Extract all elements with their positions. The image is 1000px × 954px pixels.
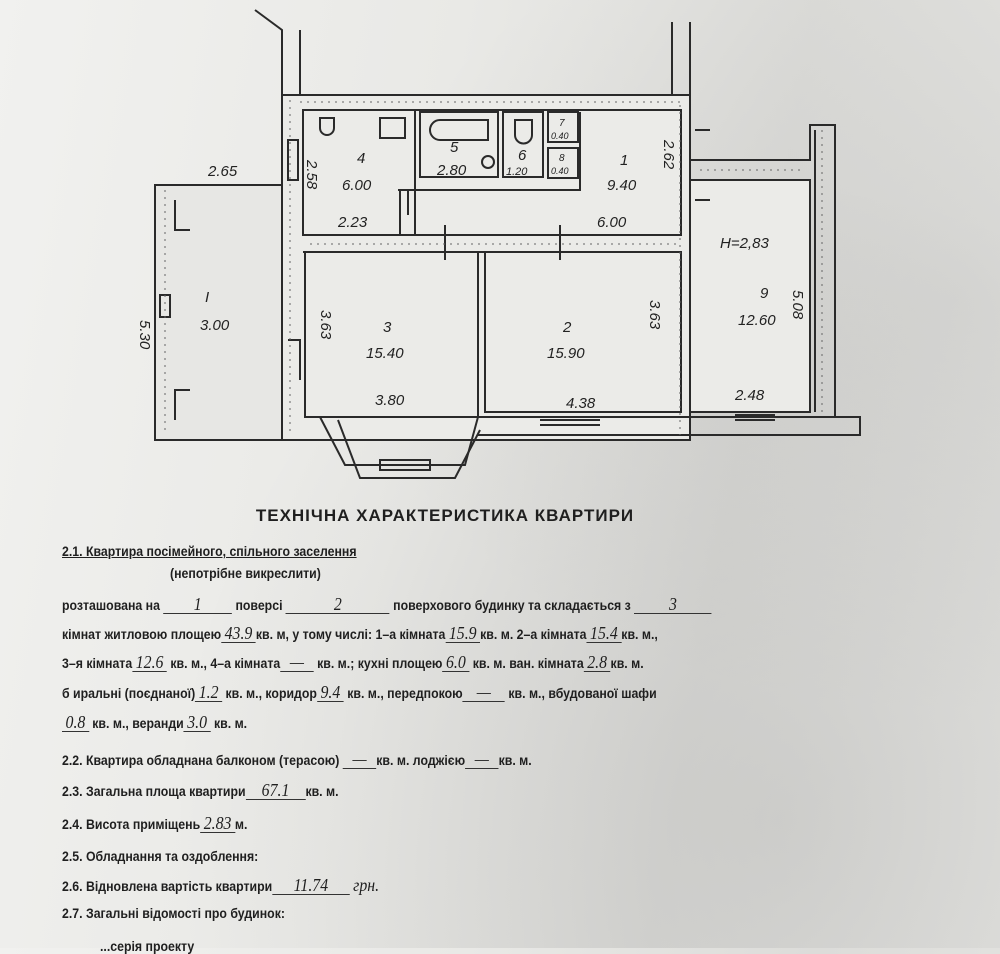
section-2-5: 2.5. Обладнання та оздоблення: bbox=[62, 848, 259, 864]
dim-veranda-top: 2.65 bbox=[207, 163, 238, 180]
dim-room4-h: 2.58 bbox=[303, 159, 320, 190]
room-label: 4 bbox=[357, 150, 365, 167]
room-7 bbox=[547, 111, 579, 143]
room-area: 0.40 bbox=[551, 166, 569, 176]
section-2-1-note: (непотрібне викреслити) bbox=[170, 565, 321, 581]
room-label: 6 bbox=[518, 147, 527, 164]
dim-room9-w: 2.48 bbox=[734, 387, 765, 404]
dim-room4-w: 2.23 bbox=[337, 214, 368, 231]
room-area: 9.40 bbox=[607, 177, 637, 194]
section-2-7: 2.7. Загальні відомості про будинок: bbox=[62, 905, 285, 921]
dim-room1-h: 2.62 bbox=[660, 139, 677, 170]
room-3 bbox=[304, 251, 479, 418]
floor-plan: 2.65 5.30 I 3.00 2.58 4 6.00 2.23 5 2.80… bbox=[136, 9, 861, 479]
wall-stub-left bbox=[254, 9, 283, 95]
room-label: 8 bbox=[559, 153, 565, 164]
room-area: 1.20 bbox=[506, 166, 528, 178]
room-9 bbox=[689, 179, 811, 413]
room-area: 6.00 bbox=[342, 177, 372, 194]
room-area: 3.00 bbox=[200, 317, 230, 334]
dim-room2-h: 3.63 bbox=[646, 300, 663, 330]
dim-room3-w: 3.80 bbox=[375, 392, 405, 409]
bay-window bbox=[319, 416, 479, 466]
line-location: розташована на 1 поверсі 2 поверхового б… bbox=[62, 595, 712, 614]
room-label: 7 bbox=[559, 118, 565, 129]
room-area: 0.40 bbox=[551, 131, 569, 141]
room-5 bbox=[419, 111, 499, 178]
room-label: 3 bbox=[383, 319, 392, 336]
section-2-8-cut: ...серія проекту bbox=[100, 938, 195, 954]
room-label: I bbox=[205, 289, 209, 306]
room-area: 12.60 bbox=[738, 312, 776, 329]
line-wc-corridor: б иральні (поєднаної)1.2 кв. м., коридор… bbox=[62, 682, 657, 702]
section-title: ТЕХНІЧНА ХАРАКТЕРИСТИКА КВАРТИРИ bbox=[255, 506, 635, 525]
room-6 bbox=[502, 111, 544, 178]
dim-room2-w: 4.38 bbox=[566, 395, 596, 412]
room-8 bbox=[547, 147, 579, 179]
room-area: 2.80 bbox=[436, 162, 467, 179]
room-label: 2 bbox=[562, 319, 572, 336]
section-2-1: 2.1. Квартира посімейного, спільного зас… bbox=[62, 543, 357, 559]
room-label: 9 bbox=[760, 285, 769, 302]
dim-room9-h: 5.08 bbox=[789, 290, 806, 320]
section-2-2: 2.2. Квартира обладнана балконом (терасо… bbox=[62, 749, 532, 769]
room-area: 15.40 bbox=[366, 345, 404, 362]
dim-veranda-side: 5.30 bbox=[136, 320, 153, 350]
dim-corridor-w: 6.00 bbox=[597, 214, 627, 231]
room-veranda bbox=[154, 184, 283, 441]
room-label: 1 bbox=[620, 152, 628, 169]
dim-room3-h: 3.63 bbox=[317, 310, 334, 340]
ceiling-height: H=2,83 bbox=[720, 235, 769, 252]
room-label: 5 bbox=[450, 139, 459, 156]
room-2 bbox=[484, 251, 682, 413]
room-area: 15.90 bbox=[547, 345, 585, 362]
